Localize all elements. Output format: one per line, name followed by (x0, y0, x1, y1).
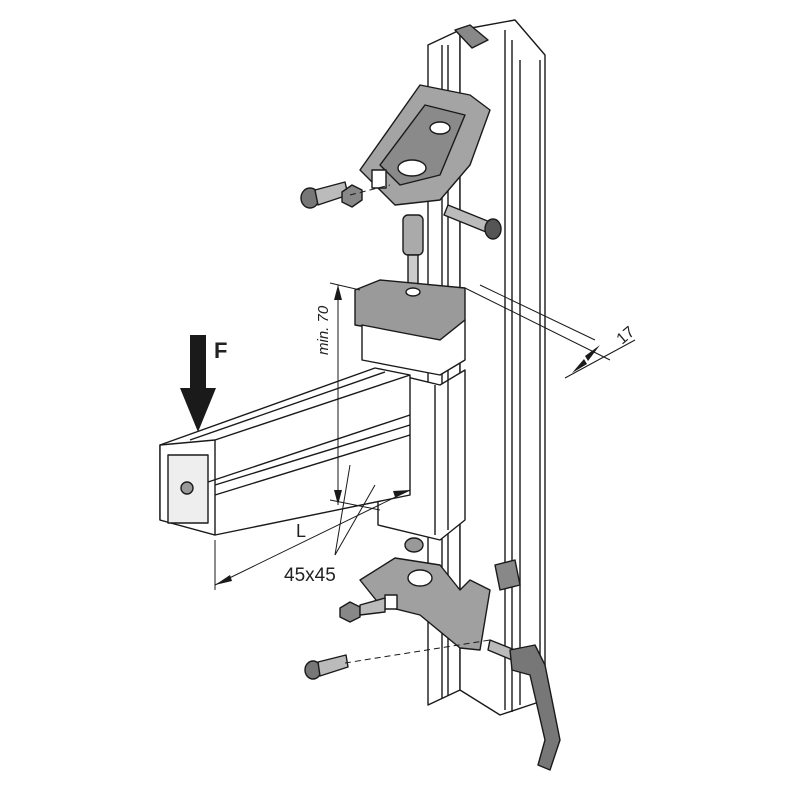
dimension-lines (214, 282, 636, 590)
screw-bottom-left (304, 654, 349, 680)
dimension-arrowheads (215, 285, 600, 585)
guide-pin (402, 214, 424, 288)
top-angle-bracket (359, 84, 491, 206)
force-label: F (214, 338, 227, 363)
nut-bottom (339, 597, 386, 623)
length-label: L (296, 521, 306, 541)
screw-top-right (443, 204, 502, 240)
force-arrow-icon (180, 335, 216, 432)
horizontal-profile (159, 367, 411, 536)
clamping-lever (487, 639, 561, 771)
offset-label: 17 (614, 324, 639, 349)
screw-top-left (300, 181, 363, 209)
bottom-clamp-bracket (359, 557, 491, 651)
assembly-lines (344, 184, 491, 664)
min-height-label: min. 70 (315, 305, 332, 355)
profile-size-label: 45x45 (284, 565, 336, 586)
